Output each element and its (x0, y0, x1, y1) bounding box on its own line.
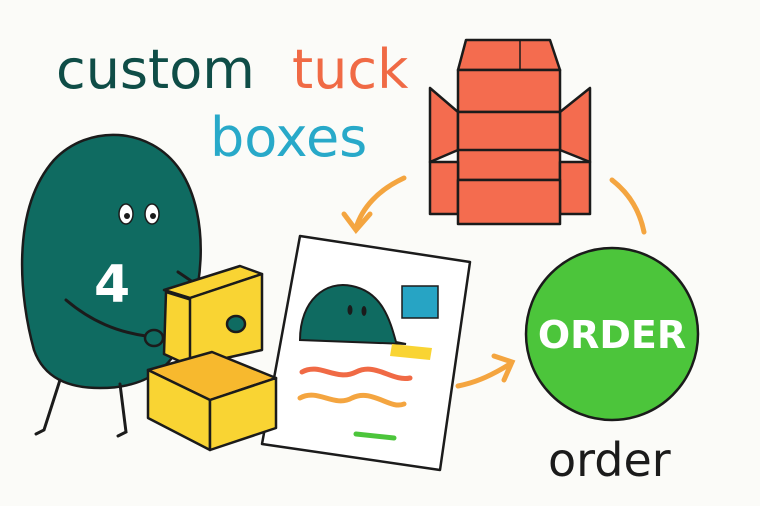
title-word-tuck: tuck (292, 38, 409, 101)
artwork-sheet-icon (260, 234, 472, 472)
arrow-template-to-artwork (341, 175, 407, 234)
title: custom tuck boxes (56, 38, 409, 169)
box-template-icon (428, 38, 592, 226)
order-caption: order (548, 433, 671, 487)
title-word-custom: custom (56, 38, 255, 101)
mascot-number: 4 (94, 255, 130, 315)
order-button[interactable]: ORDER (524, 246, 700, 422)
open-box-icon (143, 264, 278, 452)
arrow-template-to-order (609, 177, 647, 235)
mascot: 4 (20, 133, 226, 438)
order-button-label[interactable]: ORDER (538, 313, 686, 357)
title-word-boxes: boxes (210, 106, 367, 169)
arrow-artwork-to-order (455, 353, 516, 389)
mascot-hand-left (143, 328, 165, 348)
mascot-hand-right (225, 314, 247, 334)
